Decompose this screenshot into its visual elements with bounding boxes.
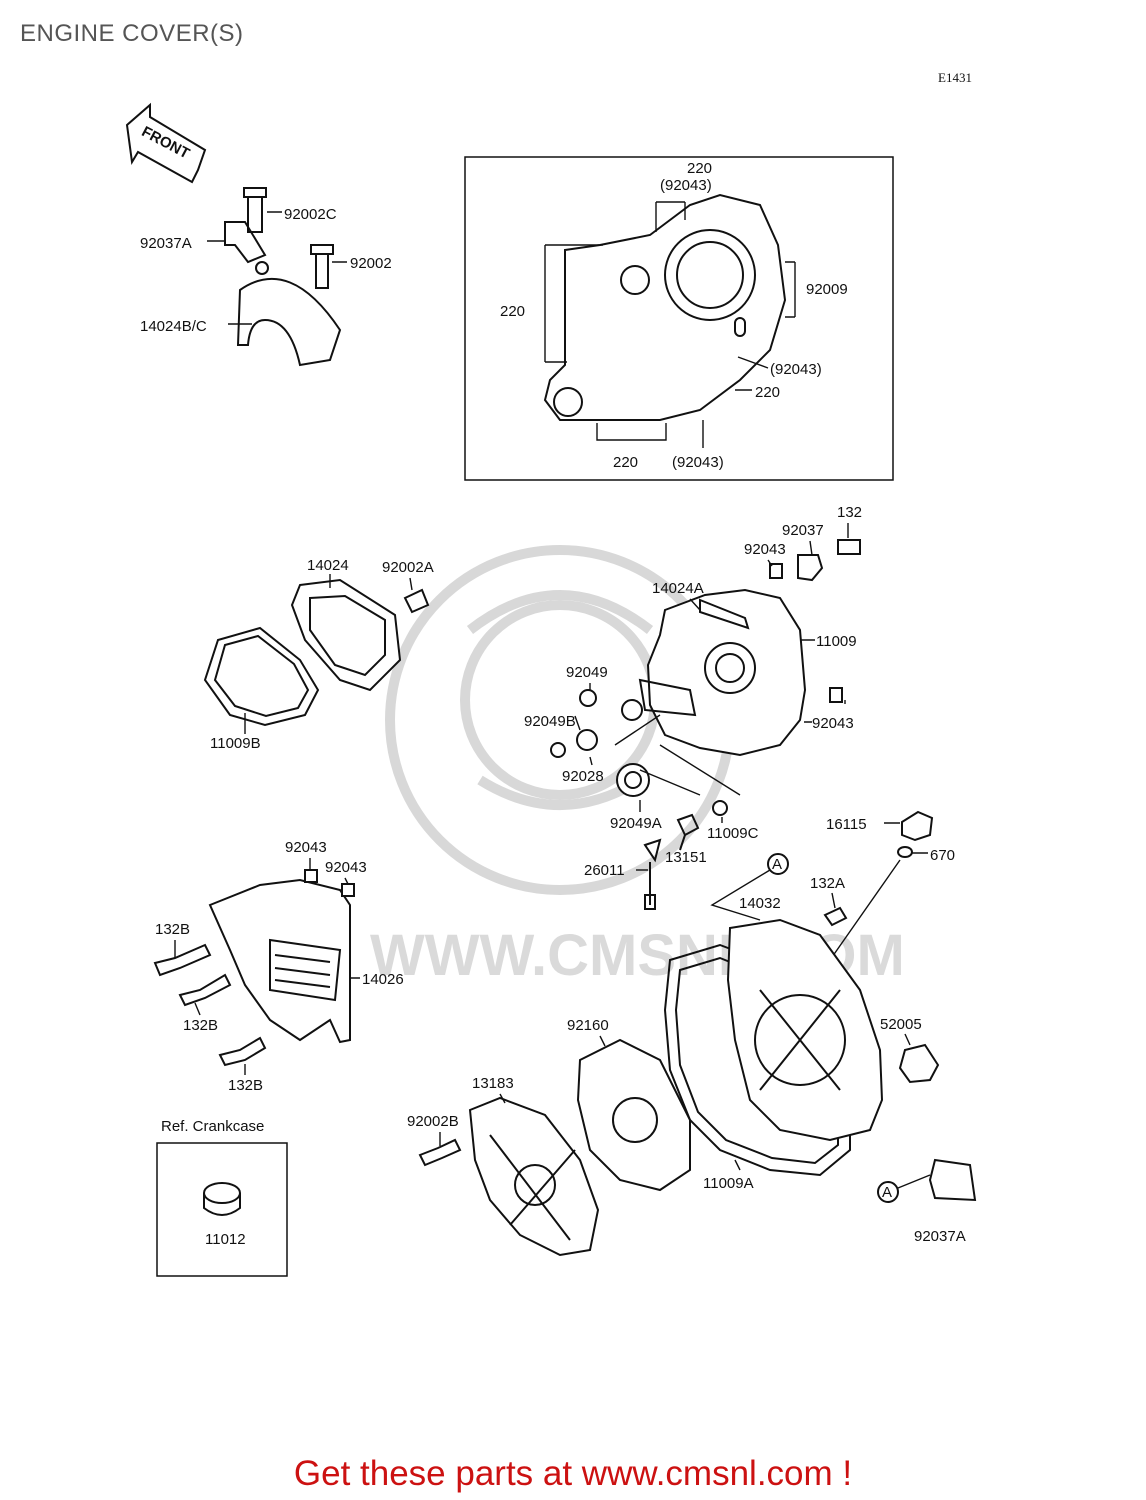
label-14024BC: 14024B/C (140, 318, 207, 335)
label-92002C: 92002C (284, 206, 337, 223)
label-13183: 13183 (472, 1075, 514, 1092)
label-220-b: 220 (500, 303, 525, 320)
footer-link[interactable]: Get these parts at www.cmsnl.com ! (293, 1454, 853, 1493)
label-92049: 92049 (566, 664, 608, 681)
label-92002A: 92002A (382, 559, 434, 576)
ref-crankcase-box (156, 1142, 288, 1277)
label-26011: 26011 (584, 862, 625, 879)
diagram-code: E1431 (938, 70, 972, 85)
label-92043-f: 92043 (285, 839, 327, 856)
label-14032: 14032 (739, 895, 781, 912)
callout-a-bottom-icon (877, 1181, 899, 1203)
label-11009A: 11009A (703, 1175, 754, 1192)
label-92049B: 92049B (524, 713, 576, 730)
cover-13183-group (418, 1038, 691, 1257)
label-14024A: 14024A (652, 580, 704, 597)
cover-inset-box (464, 156, 894, 481)
label-220-a: 220 (687, 160, 712, 177)
label-A-1: A (772, 856, 782, 873)
label-92043-c: (92043) (672, 454, 724, 471)
bracket-group (224, 187, 342, 367)
label-11009B: 11009B (210, 735, 261, 752)
label-92160: 92160 (567, 1017, 609, 1034)
label-92028: 92028 (562, 768, 604, 785)
label-220-d: 220 (613, 454, 638, 471)
label-11012: 11012 (205, 1231, 246, 1248)
label-11009C: 11009C (707, 825, 759, 842)
label-92043-b: (92043) (770, 361, 822, 378)
label-92002: 92002 (350, 255, 392, 272)
label-92037: 92037 (782, 522, 824, 539)
switch-parts (643, 813, 700, 910)
label-132: 132 (837, 504, 862, 521)
label-132B-a: 132B (155, 921, 190, 938)
label-14024: 14024 (307, 557, 349, 574)
label-ref-crankcase: Ref. Crankcase (161, 1118, 264, 1135)
label-13151: 13151 (665, 849, 707, 866)
cover-14024A-group (550, 539, 861, 816)
label-132A: 132A (810, 875, 845, 892)
label-92002B: 92002B (407, 1113, 459, 1130)
front-arrow-icon: FRONT (125, 102, 207, 184)
label-92037A-bottom: 92037A (914, 1228, 966, 1245)
label-92049A: 92049A (610, 815, 662, 832)
label-92043-g: 92043 (325, 859, 367, 876)
label-14026: 14026 (362, 971, 404, 988)
callout-a-icon (767, 853, 789, 875)
page-title: ENGINE COVER(S) (20, 20, 244, 47)
label-220-c: 220 (755, 384, 780, 401)
cover-14024-group (203, 578, 430, 727)
label-92043-d: 92043 (744, 541, 786, 558)
label-A-2: A (882, 1184, 892, 1201)
label-92043-e: 92043 (812, 715, 854, 732)
bracket-92037A (928, 1158, 977, 1202)
label-52005: 52005 (880, 1016, 922, 1033)
label-16115: 16115 (826, 816, 867, 833)
cover-14032-group (663, 906, 940, 1177)
label-92043-a: (92043) (660, 177, 712, 194)
cover-14026-group (153, 869, 355, 1067)
label-670: 670 (930, 847, 955, 864)
label-132B-c: 132B (228, 1077, 263, 1094)
label-92009: 92009 (806, 281, 848, 298)
cap-group (897, 810, 934, 858)
label-11009: 11009 (816, 633, 857, 650)
label-132B-b: 132B (183, 1017, 218, 1034)
label-92037A-top: 92037A (140, 235, 192, 252)
